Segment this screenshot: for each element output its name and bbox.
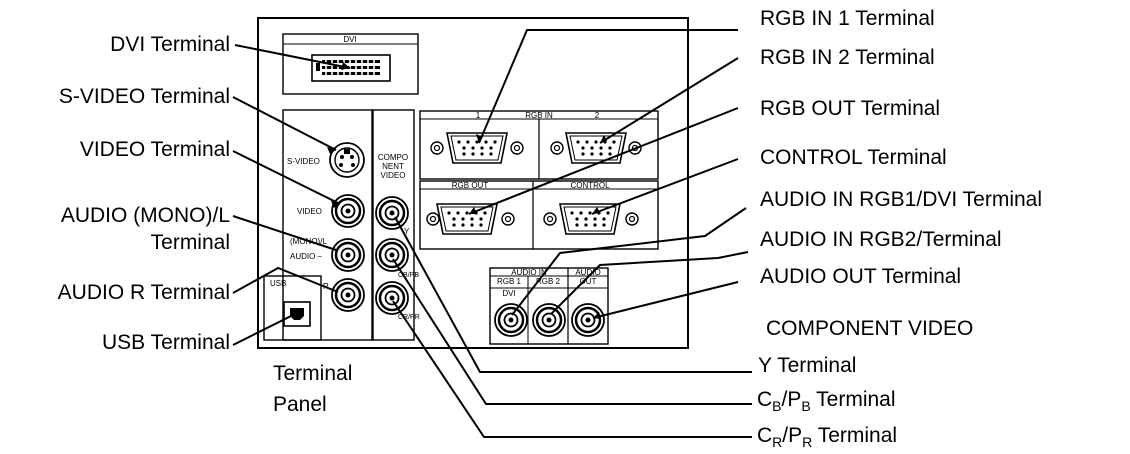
- leader-lines: [232, 29, 752, 438]
- rgb-in-panel-label: RGB IN: [525, 111, 553, 120]
- cr-panel-label: CR/PR: [398, 314, 420, 321]
- component-cr-jack: [374, 280, 410, 316]
- audio-mono-l-label-line2: Terminal: [150, 231, 230, 254]
- audio-in-panel-label: AUDIO IN: [511, 268, 547, 277]
- dvi-small-panel-label: DVI: [502, 289, 515, 298]
- rgb-out-control-box: [419, 180, 659, 250]
- rgb1-panel-label: RGB 1: [497, 277, 522, 286]
- dvi-panel-label: DVI: [343, 35, 356, 44]
- y-panel-label: Y: [404, 227, 410, 236]
- svideo-terminal-label: S-VIDEO Terminal: [58, 85, 230, 108]
- audio-r-terminal-label: AUDIO R Terminal: [57, 281, 230, 304]
- audio-out-panel-label-2: OUT: [580, 277, 597, 286]
- audio-mono-l-label-line1: AUDIO (MONO)/L: [60, 204, 230, 227]
- rgb-out-terminal-label: RGB OUT Terminal: [760, 97, 941, 120]
- audio-in-rgb1-dvi-terminal-label: AUDIO IN RGB1/DVI Terminal: [760, 188, 1043, 211]
- audio-r-jack: [330, 277, 366, 313]
- panel-caption-line2: Panel: [273, 393, 327, 416]
- rgb-in-1-panel-label: 1: [476, 111, 481, 120]
- component-box: [371, 109, 415, 341]
- usb-panel-label: USB: [270, 279, 286, 288]
- cb-pb-terminal-label: CB/PB Terminal: [757, 388, 896, 415]
- compo-panel-label-3: VIDEO: [381, 171, 406, 180]
- video-panel-label: VIDEO: [297, 207, 322, 216]
- audio-in-rgb2-jack: [531, 302, 567, 338]
- audio-out-terminal-label: AUDIO OUT Terminal: [760, 265, 962, 288]
- dvi-box: [282, 33, 419, 95]
- rgb2-panel-label: RGB 2: [536, 277, 561, 286]
- component-cb-jack: [374, 237, 410, 273]
- usb-terminal-label: USB Terminal: [102, 331, 230, 354]
- audio-out-panel-label-1: AUDIO: [575, 268, 600, 277]
- compo-panel-label-2: NENT: [382, 162, 404, 171]
- component-video-label: COMPONENT VIDEO: [766, 317, 974, 340]
- audio-l-jack: [330, 237, 366, 273]
- audio-dash-panel-label: AUDIO –: [290, 252, 323, 261]
- control-panel-label: CONTROL: [570, 181, 610, 190]
- left-av-box: [282, 109, 374, 341]
- cr-pr-terminal-label: CR/PR Terminal: [757, 424, 898, 451]
- svideo-connector: [329, 142, 365, 178]
- y-terminal-label: Y Terminal: [758, 354, 857, 377]
- video-jack: [330, 193, 366, 229]
- rgb-in-2-terminal-label: RGB IN 2 Terminal: [760, 46, 935, 69]
- panel-caption-line1: Terminal: [273, 362, 353, 385]
- video-terminal-label: VIDEO Terminal: [79, 138, 230, 161]
- compo-panel-label-1: COMPO: [378, 153, 408, 162]
- cb-panel-label: CB/PB: [398, 272, 419, 279]
- audio-in-rgb1-jack: [493, 302, 529, 338]
- audio-out-jack: [570, 302, 606, 338]
- rgb-in-1-terminal-label: RGB IN 1 Terminal: [760, 7, 935, 30]
- rgb-out-panel-label: RGB OUT: [452, 181, 489, 190]
- dvi-pins: [316, 60, 380, 75]
- rgb-in-2-panel-label: 2: [595, 111, 600, 120]
- component-y-jack: [374, 195, 410, 231]
- dvi-terminal-label: DVI Terminal: [110, 33, 230, 56]
- svideo-panel-label: S-VIDEO: [287, 157, 320, 166]
- usb-box: [263, 275, 322, 341]
- audio-in-rgb2-terminal-label: AUDIO IN RGB2/Terminal: [760, 228, 1002, 251]
- control-terminal-label: CONTROL Terminal: [760, 146, 947, 169]
